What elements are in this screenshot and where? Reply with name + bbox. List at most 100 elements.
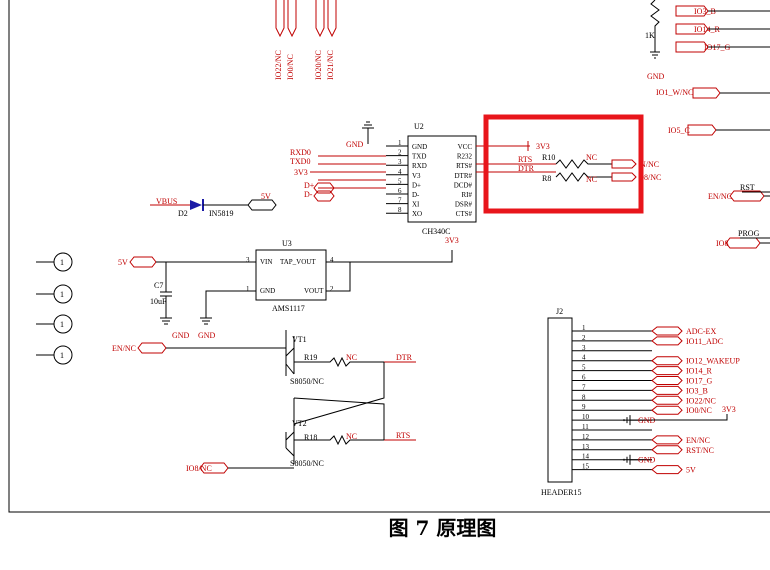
- u2-part: CH340C: [422, 227, 450, 236]
- u2-pin-name: GND: [412, 143, 427, 151]
- net-io20: IO20/NC: [314, 50, 323, 80]
- u2-ref: U2: [414, 122, 424, 131]
- u2-pin-name-right: VCC: [458, 143, 473, 151]
- auto-reset-circuit: EN/NC VT1 S8050/NC VT2 S8050/NC R19 R18 …: [112, 330, 416, 474]
- vbus-diode: VBUS D2 IN5819 5V: [150, 192, 277, 218]
- net-08nc: 08/NC: [640, 173, 661, 182]
- vt2-part: S8050/NC: [290, 459, 324, 468]
- schematic-label: 1: [60, 258, 64, 267]
- u2-vcc-3v3: 3V3: [536, 142, 550, 151]
- vbus-5v: 5V: [261, 192, 271, 201]
- right-edge-labels: EN/NC RST PROG IO8: [708, 183, 770, 249]
- r10-label: R10: [542, 153, 555, 162]
- reset-dtr: DTR: [396, 353, 413, 362]
- j2-3v3: 3V3: [722, 405, 736, 414]
- net-io22: IO22/NC: [274, 50, 283, 80]
- gnd-label-top: GND: [647, 72, 665, 81]
- u2-pin-name: V3: [412, 172, 421, 180]
- j2-net-flag: [651, 385, 683, 395]
- edge-en: EN/NC: [708, 192, 732, 201]
- j2-net-label: 5V: [686, 466, 696, 475]
- schematic-label: 1: [60, 290, 64, 299]
- c7-ref: C7: [154, 281, 163, 290]
- net-io5: IO5_C: [668, 126, 690, 135]
- mounting-holes: 1 1 1 1: [36, 252, 73, 365]
- r19-nc: NC: [346, 353, 357, 362]
- r18-nc: NC: [346, 432, 357, 441]
- schematic-label: 1: [246, 285, 250, 293]
- j2-net-label: IO11_ADC: [686, 337, 723, 346]
- u2-pin-name: RXD: [412, 162, 427, 170]
- u2-pin-name: XI: [412, 201, 420, 209]
- schematic-label: 4: [330, 256, 334, 264]
- net-io0: IO0/NC: [286, 54, 295, 80]
- u2-pin-num: 5: [398, 177, 402, 185]
- j2-pin-num: 10: [582, 413, 590, 421]
- u3-gnd2: GND: [198, 331, 216, 340]
- j2-pin-num: 3: [582, 344, 586, 352]
- u2-pin-num: 6: [398, 187, 402, 195]
- u2-pin-name: XO: [412, 210, 422, 218]
- j2-net-label: IO12_WAKEUP: [686, 357, 740, 366]
- u2-pin-name-right: DCD#: [454, 181, 473, 189]
- j2-net-label: GND: [638, 456, 656, 465]
- j2-net-label: ADC-EX: [686, 327, 716, 336]
- r19-label: R19: [304, 353, 317, 362]
- j2-net-flag: [651, 336, 683, 346]
- resistor-1k-label: 1K: [645, 31, 655, 40]
- j2-net-label: IO17_G: [686, 377, 712, 386]
- j2-3v3-wire: [652, 414, 728, 421]
- u2-gnd: GND: [346, 140, 364, 149]
- j2-ref: J2: [556, 307, 563, 316]
- net-io3b: IO3_B: [694, 7, 716, 16]
- u2-rts: RTS: [518, 155, 532, 164]
- j2-net-flag: [651, 395, 683, 405]
- j2-net-flag: [651, 356, 683, 366]
- u2-pin-num: 7: [398, 197, 402, 205]
- j2-net-flag: [651, 366, 683, 376]
- u2-pin-name-right: CTS#: [456, 210, 473, 218]
- u3-part: AMS1117: [272, 304, 305, 313]
- sheet-border: [8, 0, 770, 513]
- schematic-label: 1: [60, 351, 64, 360]
- u3-pin-vin: VIN: [260, 258, 272, 266]
- u2-pin-num: 4: [398, 168, 402, 176]
- j2-pin-num: 15: [582, 463, 590, 471]
- u3-out-3v3: 3V3: [445, 236, 459, 245]
- vbus-net: VBUS: [156, 197, 177, 206]
- j2-gnd-symbol: [623, 454, 652, 465]
- net-nnc: N/NC: [640, 160, 659, 169]
- net-io1: IO1_W/NC: [656, 88, 693, 97]
- vt1-part: S8050/NC: [290, 377, 324, 386]
- j2-pin-num: 4: [582, 354, 586, 362]
- j2-pin-num: 9: [582, 403, 586, 411]
- j2-net-flag: [651, 435, 683, 445]
- j2-net-flag: [651, 445, 683, 455]
- j2-net-flag: [651, 405, 683, 415]
- u2-pin-num: 8: [398, 206, 402, 214]
- c7-val: 10uF: [150, 297, 167, 306]
- j2-pin-num: 14: [582, 453, 590, 461]
- u2-pin-name-right: DTR#: [455, 172, 473, 180]
- j2-pin-num: 11: [582, 423, 589, 431]
- u2-net-3v3: 3V3: [294, 168, 308, 177]
- j2-net-flag: [651, 465, 683, 475]
- schematic-label: 3: [246, 256, 250, 264]
- net-io14r: IO14_R: [694, 25, 720, 34]
- j2-net-label: EN/NC: [686, 436, 710, 445]
- j2-net-flag: [651, 326, 683, 336]
- j2-gnd-symbol: [623, 415, 652, 426]
- j2-net-label: IO0/NC: [686, 406, 712, 415]
- u2-net-txd0: TXD0: [290, 157, 310, 166]
- u2-pin-name-right: DSR#: [455, 201, 473, 209]
- u2-pin-num: 3: [398, 158, 402, 166]
- u2-pin-num: 1: [398, 139, 402, 147]
- u3-pin-tap: TAP_VOUT: [280, 258, 316, 266]
- u2-net-rxd0: RXD0: [290, 148, 311, 157]
- u3-ref: U3: [282, 239, 292, 248]
- j2-part: HEADER15: [541, 488, 581, 497]
- u3-pin-gnd: GND: [260, 287, 275, 295]
